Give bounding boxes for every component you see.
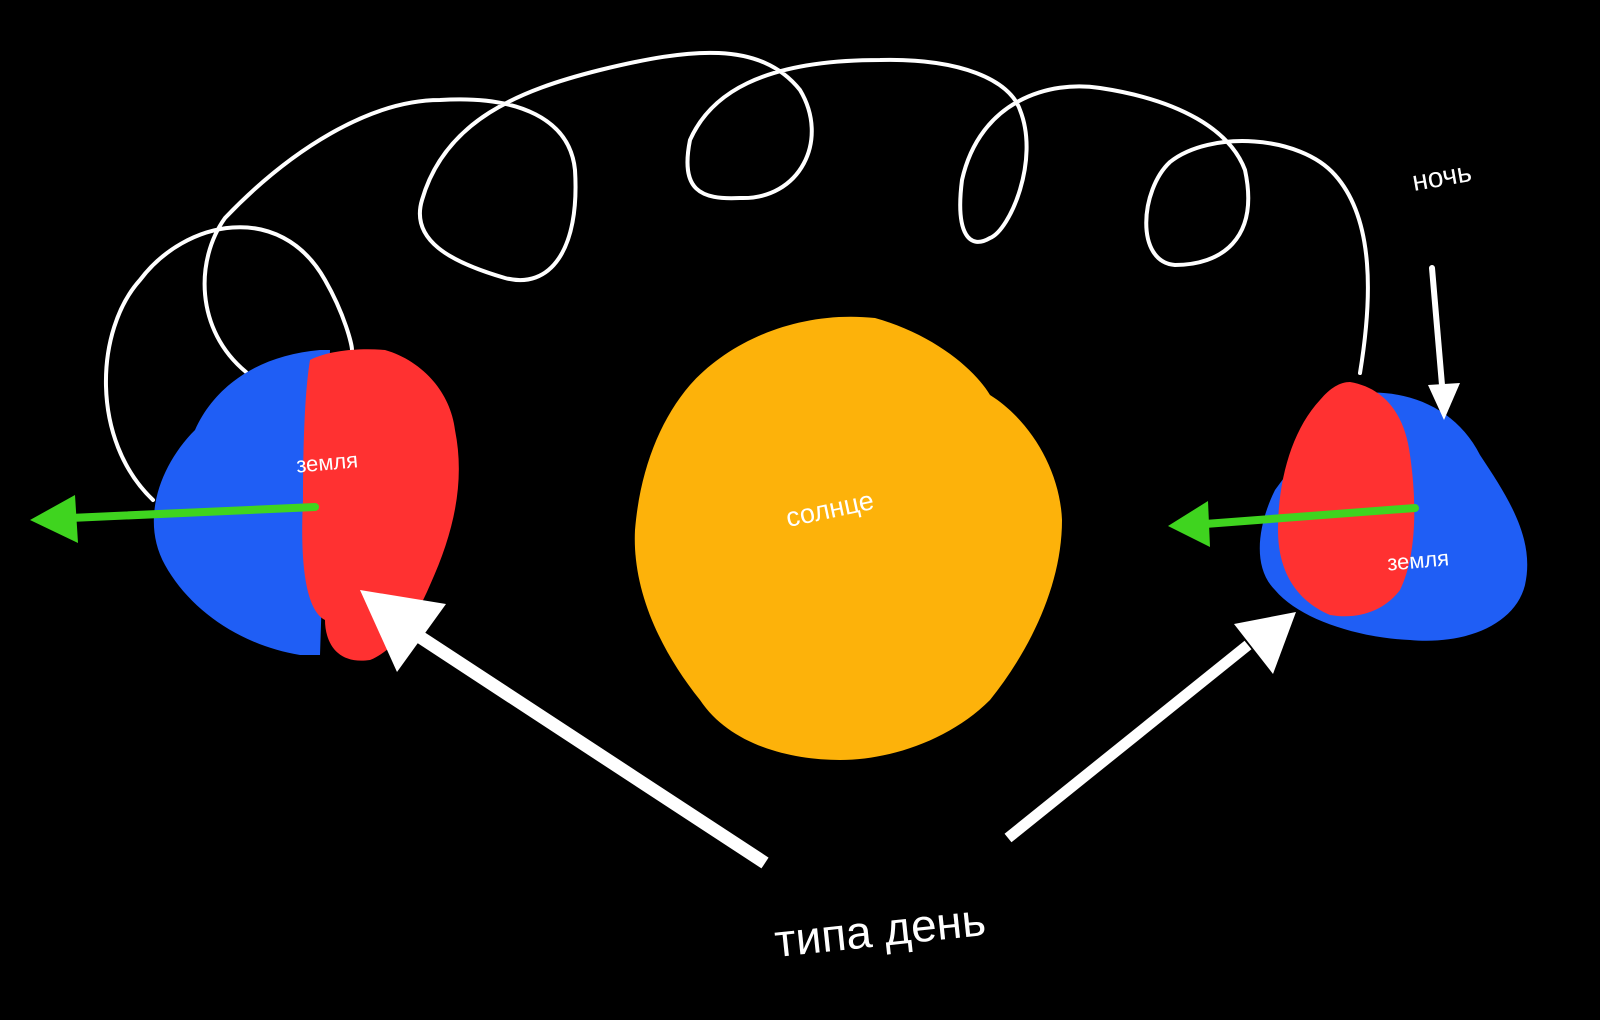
sun-shape [634,316,1062,760]
left-earth-axis-arrow [66,503,319,522]
left-earth-label: земля [295,447,359,477]
left-earth-axis-arrowhead [30,495,78,543]
right-earth-label: земля [1386,545,1450,575]
night-pointer-arrowhead [1428,383,1460,420]
right-earth-axis-arrowhead [1168,501,1210,547]
day-pointer-arrowhead-right [1234,612,1296,674]
orbit-loop-path [103,50,1370,502]
left-earth-night-side [153,350,330,655]
right-earth-axis-arrow [1201,504,1419,528]
day-pointer-arrow-right [1004,640,1252,843]
day-pointer-arrow-left [416,631,769,869]
day-label: типа день [772,893,988,967]
night-pointer-arrow [1429,265,1445,388]
left-earth-day-side [302,349,459,661]
day-pointer-arrowhead-left [360,590,446,672]
right-earth-day-side [1278,382,1415,617]
night-label: ночь [1410,156,1474,197]
